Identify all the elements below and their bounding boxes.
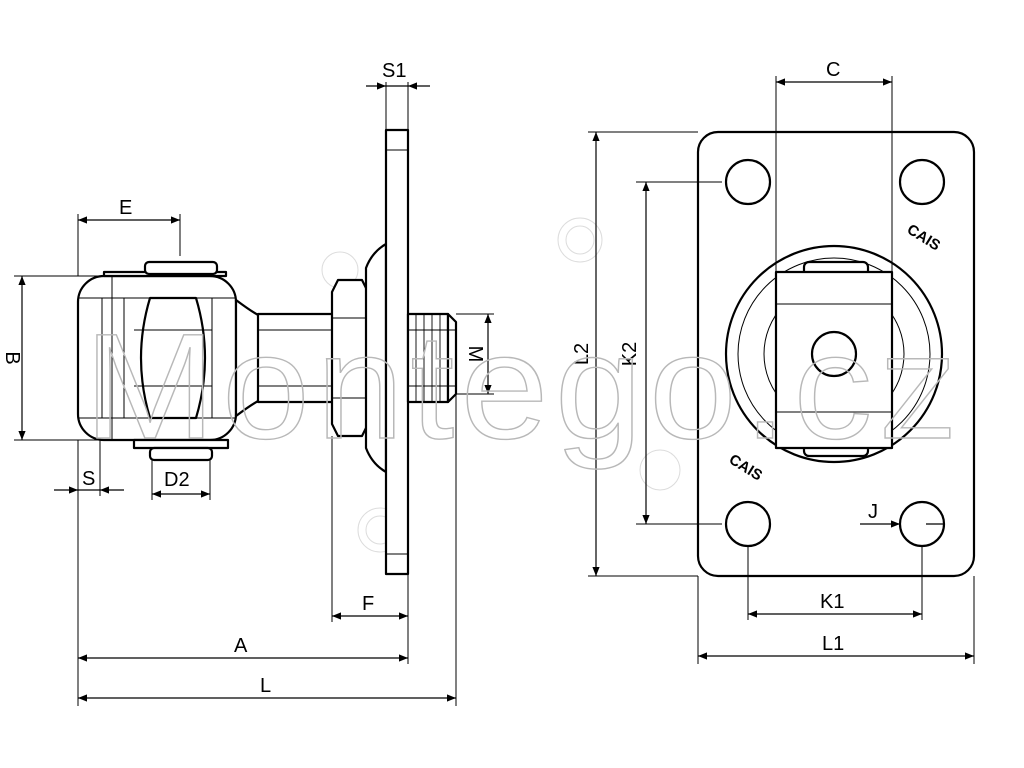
dim-label-a: A [234, 635, 248, 657]
dim-label-c: C [826, 59, 840, 81]
dim-label-m: M [464, 346, 486, 363]
top-cap [143, 260, 219, 276]
pin-bore [810, 330, 858, 378]
mounting-hole-bottom-left [724, 500, 772, 548]
dim-label-d2: D2 [164, 469, 190, 491]
bolt-thread-lines [408, 314, 456, 402]
dim-label-s: S [82, 468, 95, 490]
bottom-cap [148, 446, 214, 462]
dim-label-b: B [1, 351, 23, 364]
mounting-hole-top-left [724, 158, 772, 206]
dim-label-s1: S1 [382, 60, 406, 82]
dim-label-k2: K2 [619, 342, 641, 366]
shank-thread-lines [258, 329, 338, 387]
dim-label-f: F [362, 593, 374, 615]
dim-label-j: J [868, 501, 878, 523]
dim-label-l2: L2 [571, 343, 593, 365]
dim-label-l1: L1 [822, 633, 844, 655]
watermark-text: Montego.cz [84, 302, 964, 470]
dim-label-e: E [119, 197, 132, 219]
dim-label-l: L [260, 675, 271, 697]
side-view [76, 128, 458, 576]
side-view-dimensions: S1 E B M S D2 F A [1, 60, 494, 706]
front-view-dimensions: C L2 K2 J K1 L1 [571, 59, 975, 664]
dim-label-k1: K1 [820, 591, 844, 613]
mounting-hole-top-right [898, 158, 946, 206]
front-view: CAIS CAIS [696, 130, 976, 578]
ball-joint [139, 296, 207, 420]
